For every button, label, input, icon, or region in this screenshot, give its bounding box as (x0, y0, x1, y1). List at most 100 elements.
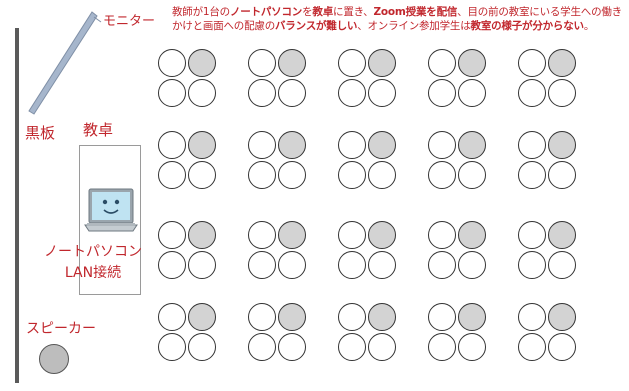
empty-seat (158, 303, 186, 331)
description-text: 教師が1台のノートパソコンを教卓に置き、Zoom授業を配信、目の前の教室にいる学… (172, 6, 624, 33)
occupied-seat (278, 303, 306, 331)
seat-group (338, 303, 396, 361)
occupied-seat (458, 303, 486, 331)
seat-group (248, 303, 306, 361)
seat-group (518, 131, 576, 189)
empty-seat (428, 161, 456, 189)
empty-seat (338, 221, 366, 249)
empty-seat (548, 333, 576, 361)
empty-seat (428, 221, 456, 249)
empty-seat (338, 49, 366, 77)
occupied-seat (188, 49, 216, 77)
empty-seat (248, 161, 276, 189)
occupied-seat (458, 49, 486, 77)
empty-seat (338, 79, 366, 107)
empty-seat (428, 251, 456, 279)
empty-seat (368, 161, 396, 189)
empty-seat (338, 161, 366, 189)
occupied-seat (188, 131, 216, 159)
laptop-icon (84, 188, 138, 232)
empty-seat (158, 131, 186, 159)
empty-seat (458, 251, 486, 279)
occupied-seat (458, 221, 486, 249)
desc-part: 。 (583, 19, 595, 32)
empty-seat (338, 131, 366, 159)
seat-group (338, 221, 396, 279)
empty-seat (548, 251, 576, 279)
occupied-seat (278, 221, 306, 249)
seat-group (428, 131, 486, 189)
empty-seat (248, 221, 276, 249)
occupied-seat (188, 221, 216, 249)
speaker-label: スピーカー (26, 321, 96, 337)
empty-seat (518, 49, 546, 77)
empty-seat (548, 161, 576, 189)
seat-group (428, 303, 486, 361)
empty-seat (428, 333, 456, 361)
empty-seat (338, 303, 366, 331)
seat-group (158, 49, 216, 107)
occupied-seat (368, 49, 396, 77)
seat-group (248, 131, 306, 189)
desc-part: に置き、 (333, 6, 374, 18)
empty-seat (248, 79, 276, 107)
seat-group (158, 221, 216, 279)
seat-group (518, 303, 576, 361)
empty-seat (458, 79, 486, 107)
empty-seat (458, 333, 486, 361)
seat-group (248, 221, 306, 279)
empty-seat (158, 333, 186, 361)
occupied-seat (368, 131, 396, 159)
empty-seat (158, 79, 186, 107)
seat-group (158, 131, 216, 189)
empty-seat (248, 303, 276, 331)
desc-part: 、目の前の教室にいる学生への働きかけと画面への配慮の (172, 6, 622, 32)
monitor (28, 11, 102, 115)
empty-seat (278, 333, 306, 361)
empty-seat (248, 49, 276, 77)
empty-seat (368, 251, 396, 279)
seat-group (518, 49, 576, 107)
laptop-label: ノートパソコン LAN接続 (38, 242, 148, 284)
occupied-seat (548, 303, 576, 331)
empty-seat (188, 251, 216, 279)
seat-group (338, 49, 396, 107)
seat-group (518, 221, 576, 279)
occupied-seat (548, 131, 576, 159)
laptop-label-line1: ノートパソコン (44, 244, 142, 260)
empty-seat (428, 303, 456, 331)
empty-seat (188, 333, 216, 361)
empty-seat (518, 79, 546, 107)
occupied-seat (368, 303, 396, 331)
empty-seat (368, 79, 396, 107)
desc-emphasis: Zoom授業を配信 (373, 6, 458, 18)
desc-part: を (302, 6, 313, 18)
empty-seat (338, 333, 366, 361)
empty-seat (518, 131, 546, 159)
empty-seat (188, 79, 216, 107)
blackboard (15, 28, 19, 383)
empty-seat (458, 161, 486, 189)
empty-seat (518, 161, 546, 189)
empty-seat (248, 251, 276, 279)
empty-seat (338, 251, 366, 279)
desc-emphasis: 教卓 (312, 6, 334, 18)
empty-seat (188, 161, 216, 189)
empty-seat (518, 333, 546, 361)
empty-seat (548, 79, 576, 107)
occupied-seat (278, 131, 306, 159)
monitor-label: モニター (103, 14, 156, 29)
empty-seat (428, 131, 456, 159)
empty-seat (518, 251, 546, 279)
empty-seat (368, 333, 396, 361)
empty-seat (518, 303, 546, 331)
blackboard-label: 黒板 (25, 124, 56, 142)
desc-emphasis: バランスが難しい (275, 19, 358, 32)
desc-part: 、オンライン参加学生は (357, 19, 471, 32)
occupied-seat (548, 221, 576, 249)
empty-seat (248, 131, 276, 159)
occupied-seat (278, 49, 306, 77)
occupied-seat (458, 131, 486, 159)
desc-emphasis: 教室の様子が分からない (470, 19, 585, 32)
